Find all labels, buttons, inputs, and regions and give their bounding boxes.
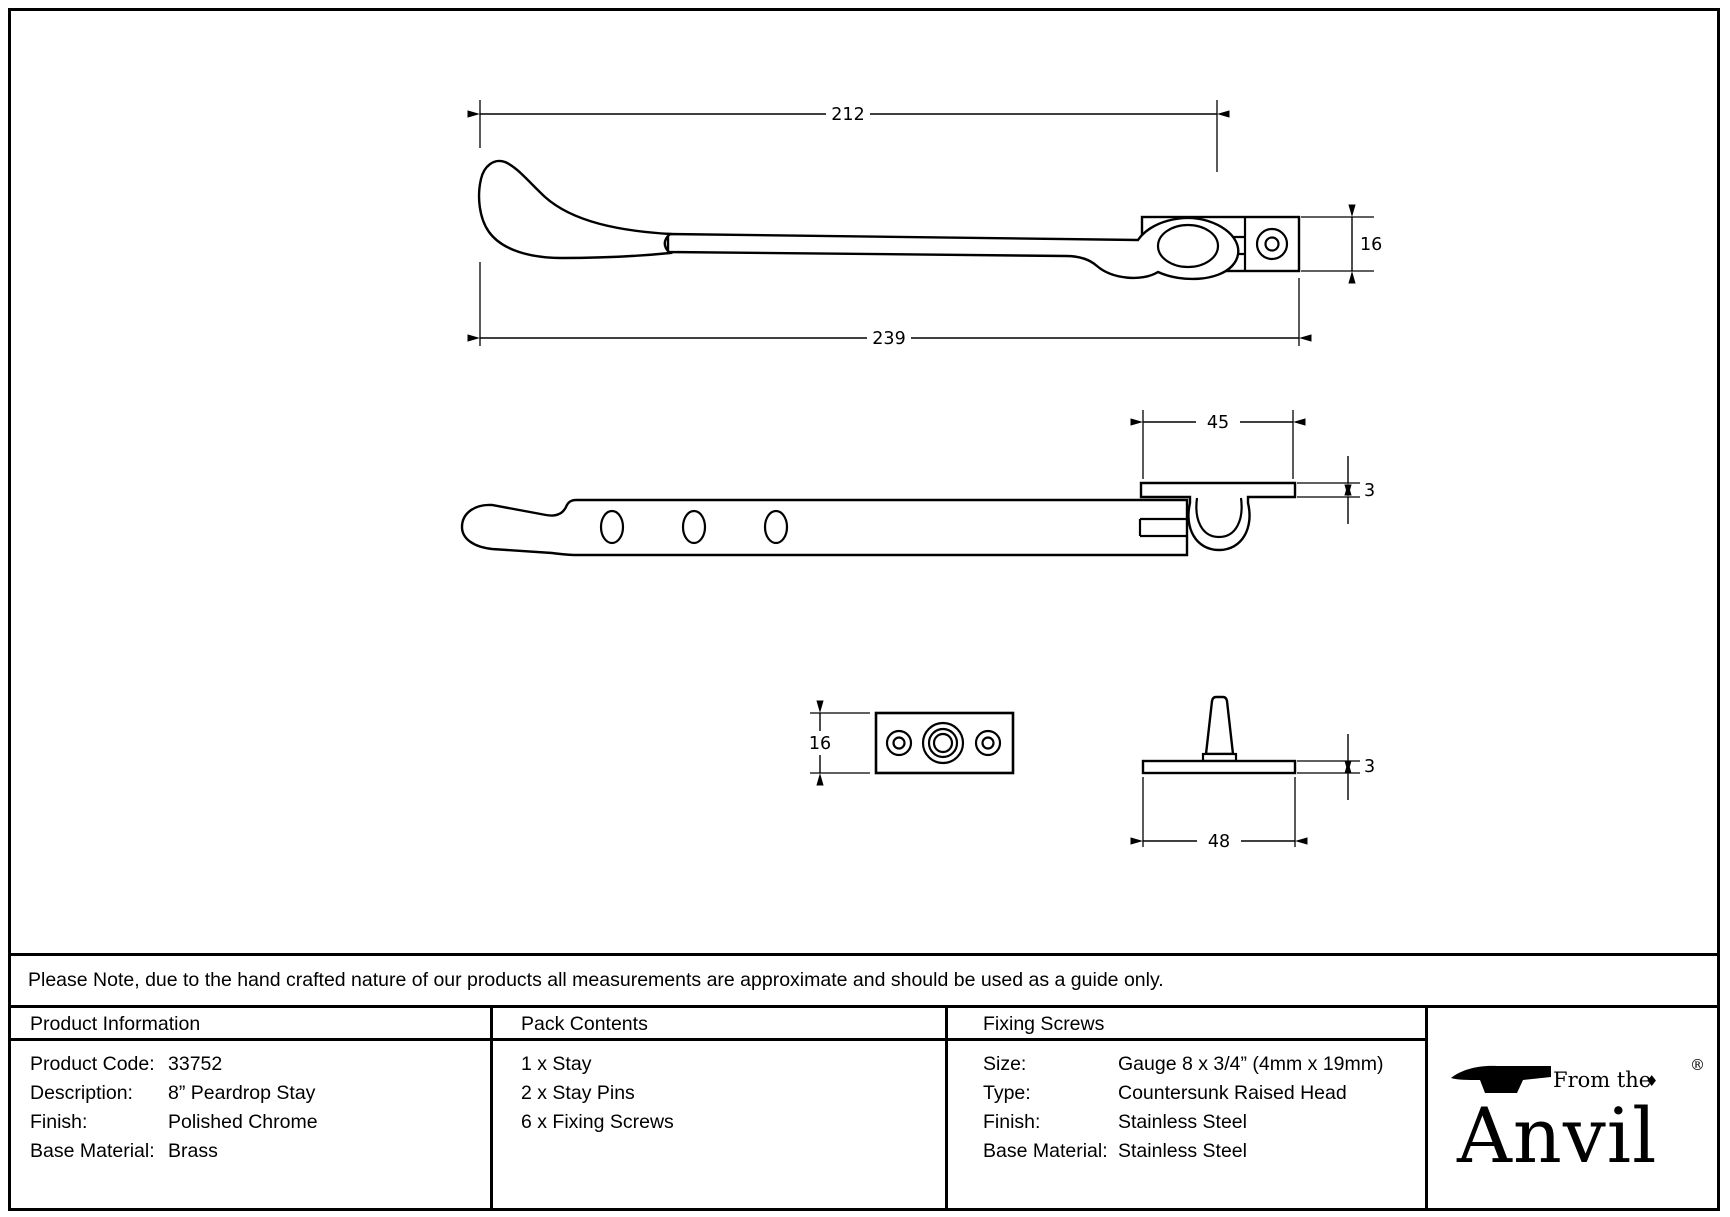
brand-panel: Anvil From the ♦ ®: [1425, 1008, 1720, 1211]
fixing-hole: [681, 509, 707, 545]
pack-contents-panel: Pack Contents 1 x Stay 2 x Stay Pins 6 x…: [490, 1008, 945, 1211]
from-the-anvil-logo: Anvil From the ♦ ®: [1449, 1056, 1705, 1173]
screw-finish-label: Finish:: [983, 1111, 1041, 1133]
registered-trademark-icon: ®: [1690, 1055, 1705, 1074]
screw-type-label: Type:: [983, 1082, 1031, 1104]
pack-item: 2 x Stay Pins: [521, 1082, 635, 1104]
finish-value: Polished Chrome: [168, 1111, 318, 1133]
dim-239-label: 239: [872, 329, 905, 349]
finish-label: Finish:: [30, 1111, 88, 1133]
base-material-value: Brass: [168, 1140, 218, 1162]
keep-plate-plan: [1139, 481, 1297, 552]
pack-contents-header: Pack Contents: [493, 1008, 945, 1041]
screw-base-material-label: Base Material:: [983, 1140, 1108, 1162]
dim-48-label: 48: [1208, 832, 1230, 852]
description-label: Description:: [30, 1082, 133, 1104]
stay-side-view: 212 239 16: [467, 100, 1382, 349]
dim-3-pin-label: 3: [1364, 757, 1375, 777]
measurement-note: Please Note, due to the hand crafted nat…: [8, 953, 1720, 1008]
stay-arm-plan: [460, 498, 1189, 557]
screw-base-material-value: Stainless Steel: [1118, 1140, 1247, 1162]
pack-item: 1 x Stay: [521, 1053, 592, 1075]
brand-tagline: From the: [1553, 1067, 1652, 1092]
anvil-icon: [1451, 1065, 1551, 1093]
screw-size-value: Gauge 8 x 3/4” (4mm x 19mm): [1118, 1053, 1384, 1075]
screw-type-value: Countersunk Raised Head: [1118, 1082, 1347, 1104]
brand-name: Anvil: [1457, 1090, 1658, 1180]
diamond-icon: ♦: [1645, 1071, 1659, 1090]
product-code-label: Product Code:: [30, 1053, 155, 1075]
product-code-value: 33752: [168, 1053, 223, 1075]
pack-item: 6 x Fixing Screws: [521, 1111, 674, 1133]
screw-finish-value: Stainless Steel: [1118, 1111, 1247, 1133]
spec-table: Product Information Product Code: 33752 …: [8, 1008, 1720, 1211]
sheet-border: [8, 8, 1720, 1211]
dim-16-bracket-label: 16: [1360, 235, 1382, 255]
stay-plan-view: 45 3: [460, 410, 1375, 557]
product-information-header: Product Information: [8, 1008, 490, 1041]
peardrop-handle-side: [477, 159, 674, 260]
dim-212-label: 212: [831, 105, 864, 125]
fixing-hole: [599, 509, 625, 545]
pin-cone: [1204, 695, 1235, 756]
stay-pin-plate-view: 16: [806, 700, 1015, 786]
base-material-label: Base Material:: [30, 1140, 155, 1162]
pin-base: [1141, 759, 1297, 775]
stay-arm-side: [666, 216, 1240, 281]
screw-size-label: Size:: [983, 1053, 1027, 1075]
stay-pin-view: 48 3: [1130, 695, 1375, 852]
dim-45-label: 45: [1207, 413, 1229, 433]
technical-drawing: 212 239 16 45 3: [460, 100, 1382, 852]
fixing-screws-header: Fixing Screws: [948, 1008, 1425, 1041]
description-value: 8” Peardrop Stay: [168, 1082, 316, 1104]
fixing-screws-panel: Fixing Screws Size: Gauge 8 x 3/4” (4mm …: [945, 1008, 1425, 1211]
dim-3-keep-label: 3: [1364, 481, 1375, 501]
product-information-panel: Product Information Product Code: 33752 …: [8, 1008, 490, 1211]
fixing-hole: [763, 509, 789, 545]
dim-16-plate-label: 16: [809, 734, 831, 754]
